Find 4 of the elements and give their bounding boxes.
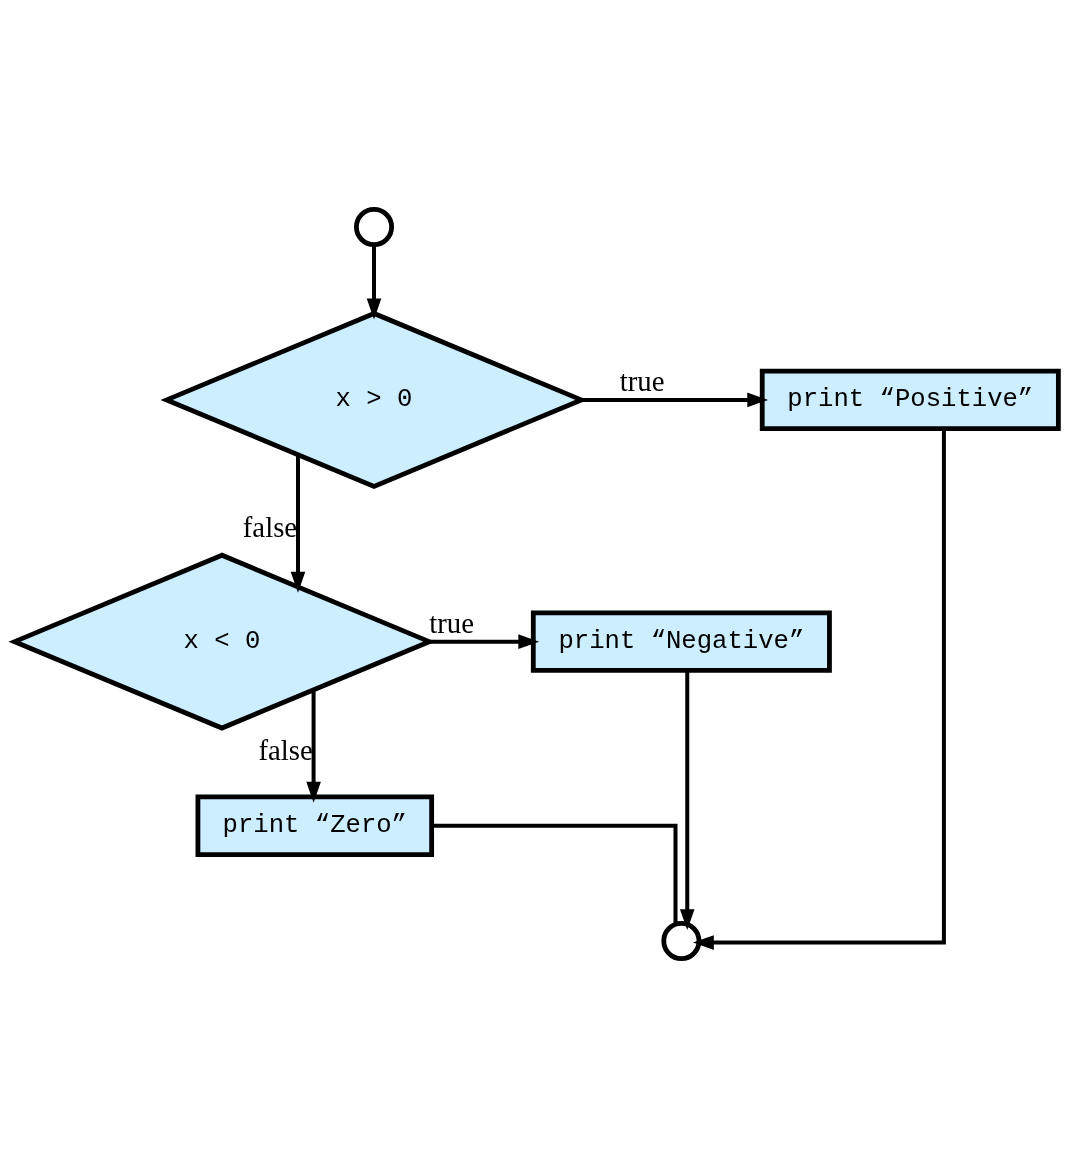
edge-label: true: [619, 364, 665, 397]
edge-label: false: [242, 511, 298, 544]
edge-label: false: [258, 733, 313, 766]
edge-label: true: [429, 606, 475, 639]
